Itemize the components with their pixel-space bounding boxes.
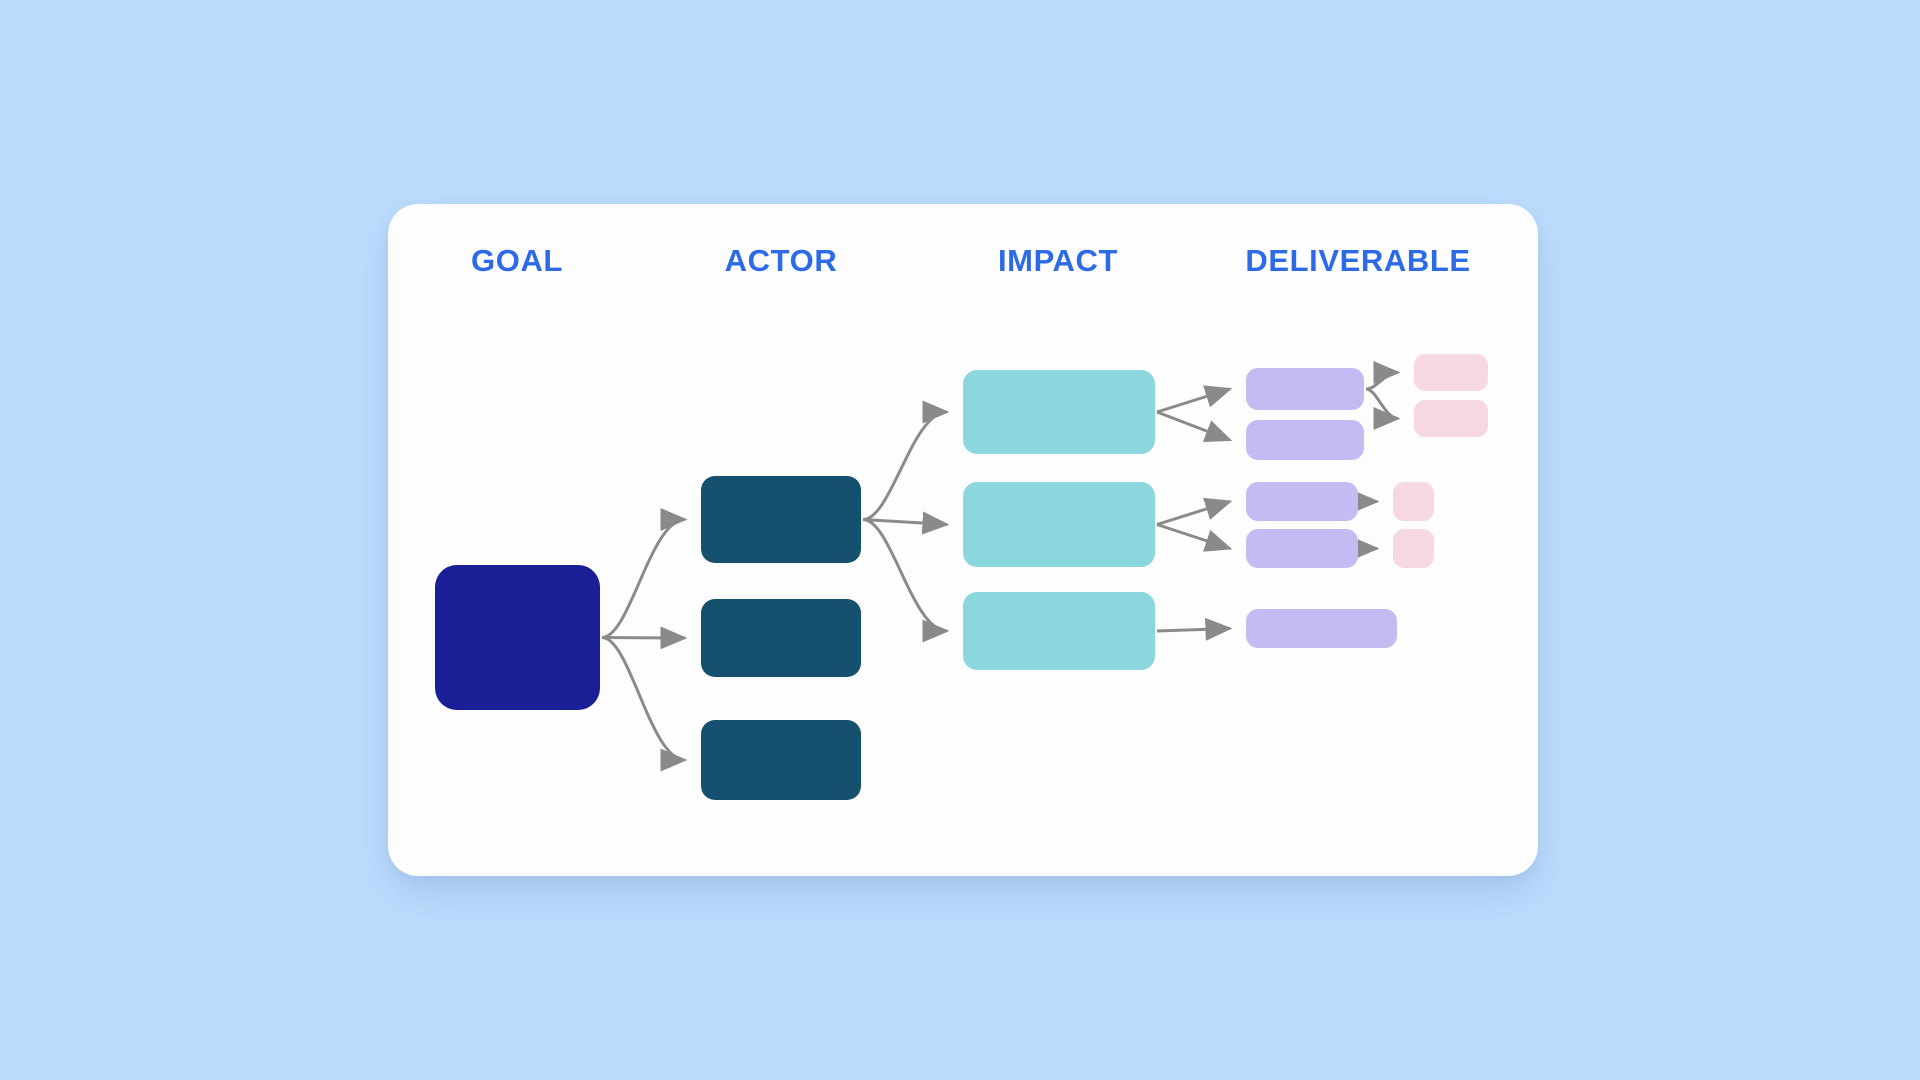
node-impact-1[interactable]	[963, 370, 1155, 454]
node-goal-1[interactable]	[435, 565, 600, 710]
node-deliverable-3[interactable]	[1246, 482, 1358, 521]
node-impact-2[interactable]	[963, 482, 1155, 567]
node-actor-2[interactable]	[701, 599, 861, 677]
column-header-actor: ACTOR	[724, 243, 838, 278]
node-deliverable-2[interactable]	[1246, 420, 1364, 460]
node-deliverable-5[interactable]	[1246, 609, 1397, 648]
node-impact-3[interactable]	[963, 592, 1155, 670]
node-deliverable-1[interactable]	[1246, 368, 1364, 410]
node-outcome-4[interactable]	[1393, 529, 1434, 568]
column-header-deliverable: DELIVERABLE	[1245, 243, 1471, 278]
node-deliverable-4[interactable]	[1246, 529, 1358, 568]
node-actor-3[interactable]	[701, 720, 861, 800]
column-header-goal: GOAL	[471, 243, 563, 278]
node-outcome-3[interactable]	[1393, 482, 1434, 521]
node-outcome-1[interactable]	[1414, 354, 1488, 391]
column-header-impact: IMPACT	[997, 243, 1119, 278]
node-outcome-2[interactable]	[1414, 400, 1488, 437]
node-actor-1[interactable]	[701, 476, 861, 563]
